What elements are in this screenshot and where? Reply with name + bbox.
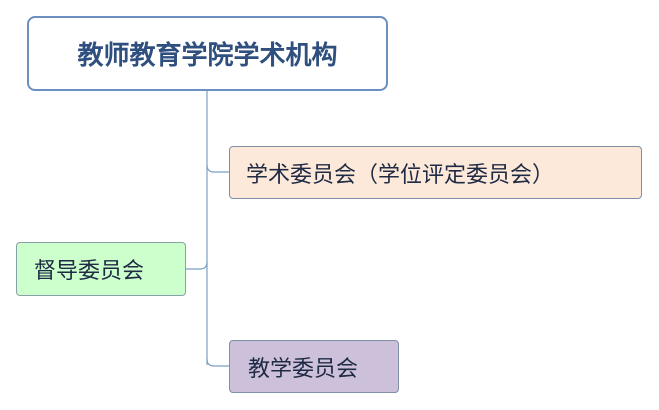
connector-supervision bbox=[186, 261, 208, 270]
node-supervision-committee[interactable]: 督导委员会 bbox=[16, 242, 186, 296]
node-academic-committee[interactable]: 学术委员会（学位评定委员会） bbox=[229, 146, 642, 199]
root-node-label: 教师教育学院学术机构 bbox=[77, 41, 338, 71]
node-teaching-committee[interactable]: 教学委员会 bbox=[229, 340, 399, 393]
node-teaching-committee-label: 教学委员会 bbox=[248, 356, 359, 382]
node-supervision-committee-label: 督导委员会 bbox=[34, 259, 145, 284]
connector-academic bbox=[206, 164, 229, 173]
node-academic-committee-label: 学术委员会（学位评定委员会） bbox=[246, 162, 555, 188]
connector-teaching bbox=[206, 358, 229, 367]
root-node[interactable]: 教师教育学院学术机构 bbox=[27, 16, 388, 91]
